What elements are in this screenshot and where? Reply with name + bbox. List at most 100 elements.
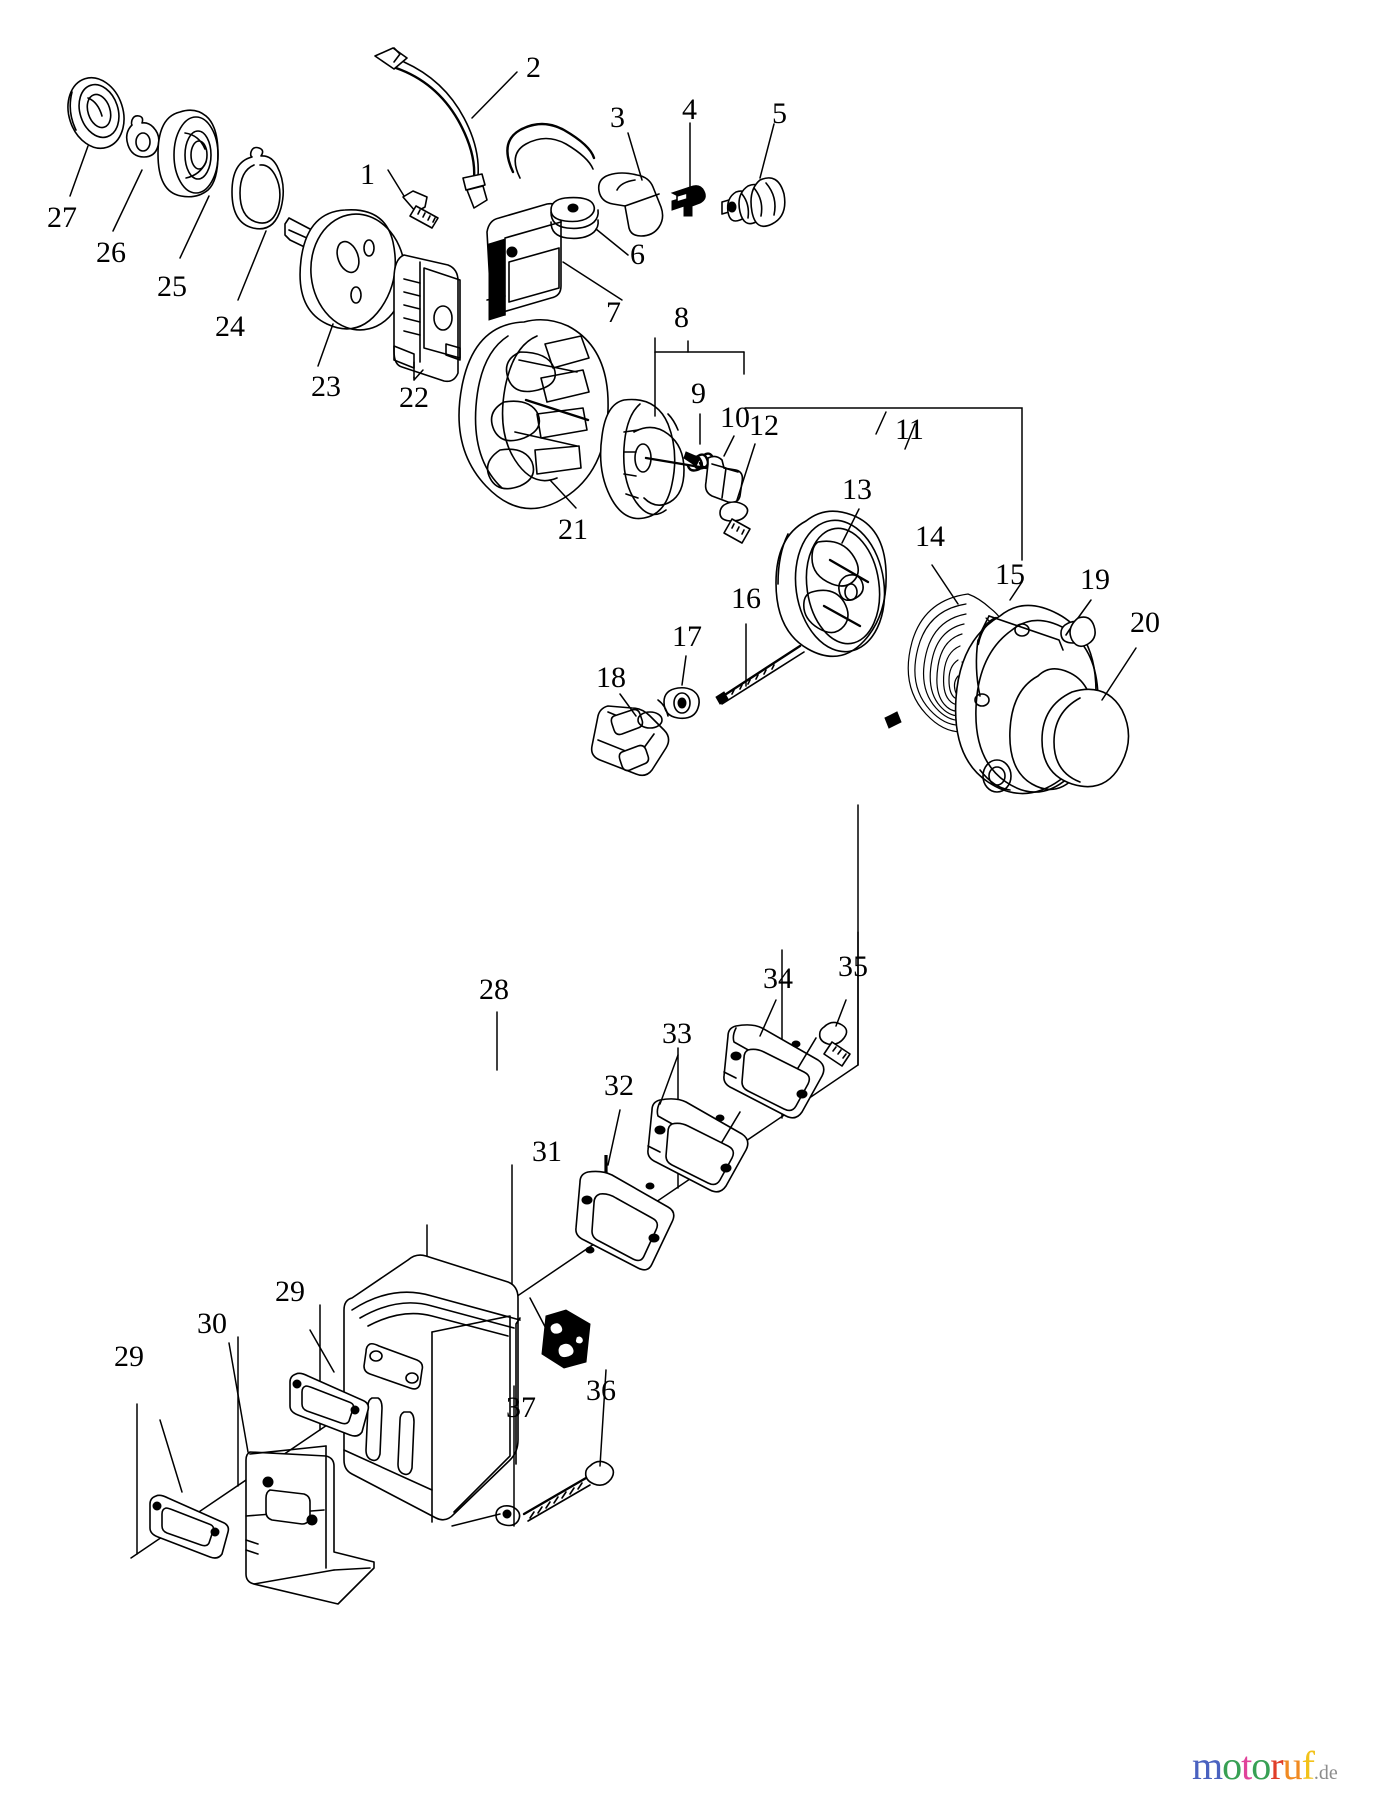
part-22-clutch-shoe (393, 254, 461, 383)
leader-13 (841, 508, 860, 544)
callout-29-mid: 29 (275, 1275, 305, 1308)
part-18-starter-handle (590, 699, 670, 777)
part-7-ignition-coil (486, 122, 596, 321)
part-31-spark-arrestor (541, 1309, 591, 1369)
callout-31: 31 (532, 1135, 562, 1168)
leader-11 (904, 423, 916, 450)
callout-23: 23 (311, 370, 341, 403)
callout-25: 25 (157, 270, 187, 303)
leader-19 (1077, 599, 1092, 619)
callout-34: 34 (763, 962, 793, 995)
leader-5 (759, 123, 775, 179)
logo-letter-t: t (1241, 1743, 1252, 1788)
leader-2 (471, 71, 518, 119)
leader-21 (549, 479, 577, 509)
callout-35: 35 (838, 950, 868, 983)
leader-1 (387, 169, 405, 197)
callout-17: 17 (672, 620, 702, 653)
logo-letter-m: m (1192, 1743, 1223, 1788)
part-8-pawl-carrier (599, 398, 708, 520)
part-27-oil-seal (67, 76, 125, 150)
leader-15 (1009, 581, 1023, 601)
leader-6 (595, 228, 629, 256)
part-10-starter-pawl (704, 455, 744, 504)
leader-3 (627, 132, 643, 181)
callout-20: 20 (1130, 606, 1160, 639)
callout-24: 24 (215, 310, 245, 343)
logo-letter-u: u (1282, 1743, 1303, 1788)
callout-16: 16 (731, 582, 761, 615)
part-23-clutch-drum (284, 209, 406, 331)
part-37-washer (495, 1505, 521, 1527)
callout-8: 8 (674, 301, 689, 334)
callout-21: 21 (558, 513, 588, 546)
leader-11b (875, 411, 887, 435)
leader-25 (179, 195, 210, 259)
leader-18 (619, 693, 637, 717)
part-26-circlip (125, 115, 160, 158)
part-32-exhaust-gasket (575, 1170, 675, 1271)
part-6-grommet (550, 196, 599, 240)
callout-27: 27 (47, 201, 77, 234)
leader-27 (69, 145, 89, 197)
leader-37b (451, 1513, 501, 1527)
callout-4: 4 (682, 93, 697, 126)
part-21-flywheel (458, 318, 609, 510)
callout-2: 2 (526, 51, 541, 84)
part-36-long-bolt (522, 1460, 615, 1522)
leader-14 (931, 564, 959, 605)
callout-30: 30 (197, 1307, 227, 1340)
motoruf-watermark: motoruf.de (1192, 1742, 1338, 1789)
part-5-spark-plug (721, 177, 786, 228)
leader-29-mid-tail (309, 1329, 335, 1373)
callout-26: 26 (96, 236, 126, 269)
part-24-snap-ring (231, 146, 285, 230)
callout-37: 37 (506, 1391, 536, 1424)
leader-7 (562, 261, 623, 301)
callout-13: 13 (842, 473, 872, 506)
logo-letter-o2: o (1251, 1743, 1271, 1788)
leader-23 (317, 323, 334, 367)
leader-36 (599, 1369, 607, 1467)
logo-tld: .de (1313, 1762, 1338, 1784)
leader-17 (681, 655, 687, 686)
part-19-screw (1060, 616, 1096, 648)
callout-32: 32 (604, 1069, 634, 1102)
bracket-8-left (654, 337, 745, 353)
callout-3: 3 (610, 101, 625, 134)
callout-12: 12 (749, 409, 779, 442)
callout-6: 6 (630, 238, 645, 271)
leader-24 (237, 230, 267, 301)
callout-14: 14 (915, 520, 945, 553)
leader-26 (112, 169, 143, 232)
leader-34 (759, 999, 777, 1037)
leader-22-stub (413, 369, 424, 381)
part-13-rope-pulley (775, 510, 887, 658)
callout-5: 5 (772, 97, 787, 130)
part-33-cover-plate (647, 1098, 749, 1193)
part-25-ball-bearing (157, 109, 219, 198)
logo-letter-f: f (1301, 1743, 1315, 1788)
leader-30-tail (228, 1342, 249, 1453)
logo-letter-o1: o (1222, 1743, 1242, 1788)
callout-1: 1 (360, 158, 375, 191)
part-1-bolt (402, 190, 439, 229)
leader-12 (736, 443, 756, 501)
part-29-gasket-left (149, 1494, 230, 1559)
part-12-screw (719, 501, 751, 544)
callout-19: 19 (1080, 563, 1110, 596)
leader-20 (1101, 647, 1137, 701)
leader-35 (835, 999, 847, 1027)
part-28-muffler (343, 1254, 521, 1523)
part-3-plug-boot (597, 172, 664, 237)
callout-28: 28 (479, 973, 509, 1006)
part-34-cover-plate (723, 1024, 825, 1119)
part-29-gasket-mid (289, 1372, 370, 1437)
callout-18: 18 (596, 661, 626, 694)
callout-29-left: 29 (114, 1340, 144, 1373)
callout-11: 11 (895, 413, 924, 446)
callout-10: 10 (720, 401, 750, 434)
leader-33 (659, 1054, 679, 1105)
